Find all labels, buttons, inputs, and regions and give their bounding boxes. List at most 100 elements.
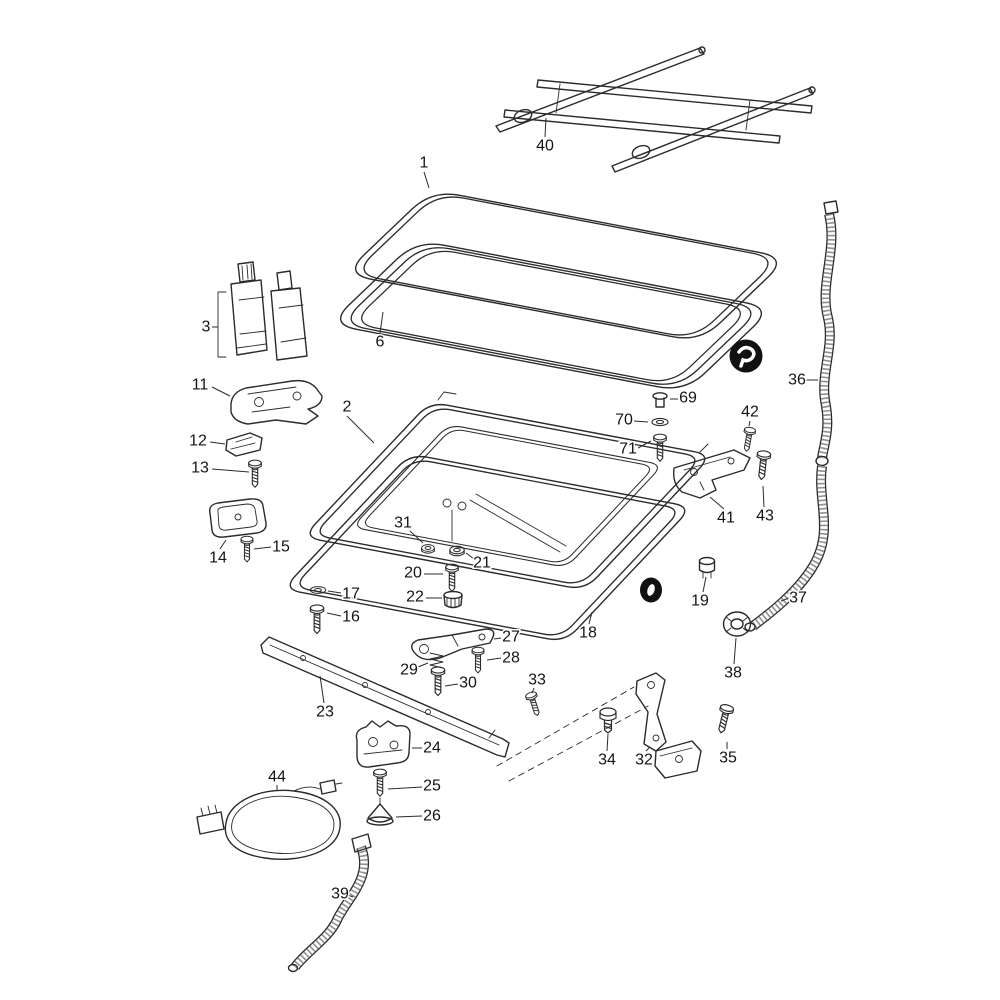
part-callout-23[interactable]: 23 bbox=[315, 702, 336, 722]
part-callout-36[interactable]: 36 bbox=[787, 370, 808, 390]
part-callout-40[interactable]: 40 bbox=[535, 136, 556, 156]
screw-shape bbox=[248, 459, 262, 488]
screw-shape bbox=[740, 426, 757, 453]
part-callout-1[interactable]: 1 bbox=[418, 153, 430, 173]
part-callout-11[interactable]: 11 bbox=[190, 375, 210, 395]
part-callout-26[interactable]: 26 bbox=[422, 806, 443, 826]
pin-top bbox=[698, 556, 716, 566]
screw-shape bbox=[524, 690, 544, 718]
lubricant-symbol bbox=[640, 577, 662, 603]
part-callout-44[interactable]: 44 bbox=[267, 767, 288, 787]
part-callout-39[interactable]: 39 bbox=[330, 884, 351, 904]
part-callout-18[interactable]: 18 bbox=[578, 623, 599, 643]
rail-hole bbox=[425, 709, 431, 715]
part-callout-13[interactable]: 13 bbox=[190, 458, 211, 478]
symbol-disc bbox=[729, 339, 763, 373]
rail-outline bbox=[260, 636, 510, 758]
part-callout-19[interactable]: 19 bbox=[690, 591, 711, 611]
bracket-arm bbox=[635, 672, 667, 752]
part-callout-12[interactable]: 12 bbox=[188, 431, 209, 451]
guide-detail bbox=[363, 749, 403, 755]
part-callout-16[interactable]: 16 bbox=[341, 607, 362, 627]
part-callout-27[interactable]: 27 bbox=[501, 627, 522, 647]
part-callout-14[interactable]: 14 bbox=[208, 548, 229, 568]
part-callout-25[interactable]: 25 bbox=[422, 776, 443, 796]
bolt-shape bbox=[599, 707, 617, 734]
part-callout-42[interactable]: 42 bbox=[740, 402, 761, 422]
tube-cap bbox=[237, 261, 256, 283]
cable-end-pin bbox=[335, 782, 343, 785]
clip-base bbox=[366, 816, 394, 826]
part-callout-69[interactable]: 69 bbox=[678, 388, 699, 408]
part-callout-21[interactable]: 21 bbox=[472, 553, 493, 573]
fork-hole bbox=[419, 644, 429, 654]
part-callout-31[interactable]: 31 bbox=[393, 513, 414, 533]
leader-line-part-33 bbox=[531, 687, 535, 694]
leader-line-part-43 bbox=[762, 485, 765, 508]
seal-outer bbox=[339, 243, 763, 389]
cable-connector bbox=[196, 811, 225, 835]
leader-line-part-71 bbox=[637, 440, 652, 449]
strap-hook bbox=[808, 86, 816, 94]
part-callout-2[interactable]: 2 bbox=[341, 397, 353, 417]
part-callout-35[interactable]: 35 bbox=[718, 748, 739, 768]
part-15-screw bbox=[240, 535, 254, 563]
leader-line-part-14 bbox=[219, 539, 227, 550]
leader-line-part-25 bbox=[387, 786, 423, 790]
part-callout-33[interactable]: 33 bbox=[527, 670, 548, 690]
part-callout-30[interactable]: 30 bbox=[458, 673, 479, 693]
part-callout-17[interactable]: 17 bbox=[341, 584, 362, 604]
screw-shape bbox=[240, 535, 254, 563]
leader-line-part-16 bbox=[326, 612, 342, 617]
part-callout-41[interactable]: 41 bbox=[716, 508, 737, 528]
part-32-support-bracket bbox=[635, 672, 702, 779]
rivet-head bbox=[652, 392, 668, 400]
part-callout-32[interactable]: 32 bbox=[634, 750, 655, 770]
part-23-mounting-rail bbox=[260, 636, 510, 758]
ring-inner bbox=[730, 618, 744, 630]
clip-detail bbox=[230, 436, 256, 450]
part-callout-43[interactable]: 43 bbox=[755, 506, 776, 526]
hose-open-end bbox=[287, 963, 299, 973]
part-callout-29[interactable]: 29 bbox=[399, 660, 420, 680]
part-callout-20[interactable]: 20 bbox=[403, 563, 424, 583]
adhesive-symbol bbox=[729, 339, 763, 373]
part-callout-6[interactable]: 6 bbox=[374, 332, 386, 352]
leader-line-part-41 bbox=[709, 496, 725, 510]
part-callout-70[interactable]: 70 bbox=[614, 410, 635, 430]
part-39-drain-hose-front bbox=[287, 833, 372, 973]
part-12-clip bbox=[225, 432, 263, 457]
leader-line-part-29 bbox=[417, 662, 429, 668]
part-34-bolt bbox=[599, 707, 617, 734]
part-35-screw bbox=[713, 702, 735, 736]
part-20-screw bbox=[445, 563, 459, 592]
part-1-sunroof-panel bbox=[355, 193, 777, 339]
part-42-screw bbox=[740, 426, 757, 453]
leader-line-part-42 bbox=[748, 420, 751, 427]
leader-line-part-21 bbox=[465, 552, 475, 560]
part-callout-37[interactable]: 37 bbox=[788, 588, 809, 608]
part-callout-71[interactable]: 71 bbox=[618, 439, 639, 459]
part-callout-38[interactable]: 38 bbox=[723, 663, 744, 683]
leader-line-part-6 bbox=[379, 311, 384, 334]
part-callout-34[interactable]: 34 bbox=[597, 750, 618, 770]
part-41-hinge-bracket bbox=[672, 449, 751, 499]
leader-line-part-70 bbox=[633, 420, 649, 423]
part-16-screw bbox=[309, 604, 325, 635]
hose-fitting bbox=[815, 455, 829, 467]
plate-hole bbox=[234, 513, 242, 521]
part-callout-24[interactable]: 24 bbox=[422, 738, 443, 758]
rack-rail bbox=[503, 109, 781, 144]
part-11-latch-assembly bbox=[230, 379, 323, 425]
spring-coils bbox=[429, 652, 444, 669]
screw-shape bbox=[373, 768, 387, 797]
grommet-ribs bbox=[446, 597, 460, 608]
part-callout-15[interactable]: 15 bbox=[271, 537, 292, 557]
part-callout-3[interactable]: 3 bbox=[200, 317, 212, 337]
part-31-nut bbox=[421, 544, 435, 554]
bracket-hole bbox=[652, 734, 660, 742]
part-callout-28[interactable]: 28 bbox=[501, 648, 522, 668]
rivet-stem bbox=[655, 397, 665, 408]
fork-notch bbox=[451, 634, 459, 647]
part-callout-22[interactable]: 22 bbox=[405, 587, 426, 607]
